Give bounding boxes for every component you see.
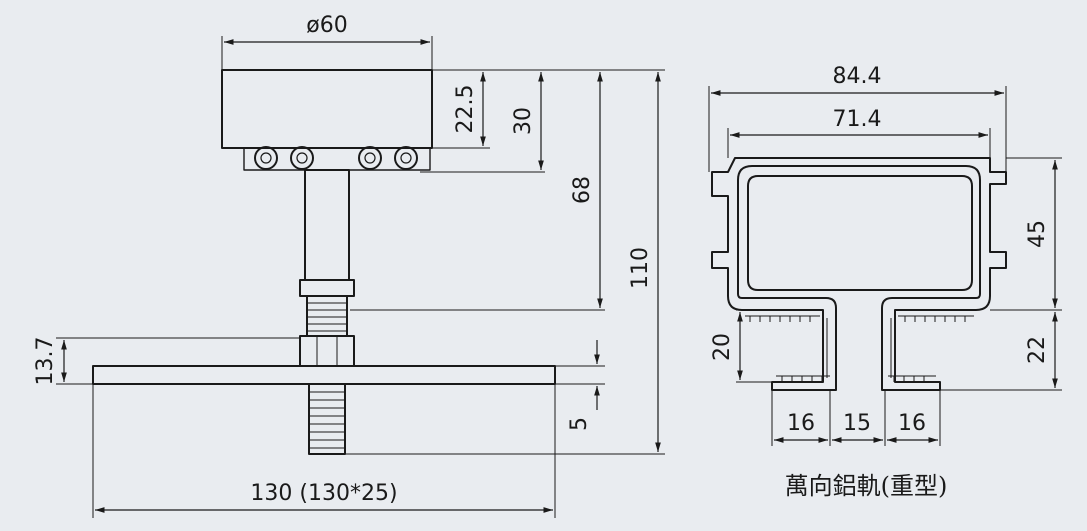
rail-profile-view: 84.4 71.4 45 22 20: [708, 64, 1062, 500]
dim-15-label: 15: [843, 411, 871, 436]
wheel: [254, 146, 278, 170]
dim-130: 130 (130*25): [92, 384, 556, 518]
wheel-housing: [221, 69, 433, 149]
dim-diameter: ø60: [221, 13, 433, 70]
dim-110: 110: [628, 72, 661, 452]
wheel-hub: [364, 152, 376, 164]
dim-84-4: 84.4: [708, 64, 1007, 172]
wheel: [394, 146, 418, 170]
mounting-plate: [92, 365, 556, 385]
bottom-bolt: [308, 383, 346, 455]
shaft-collar: [299, 279, 355, 297]
flange-serrations: [745, 315, 974, 382]
dim-22: 22: [940, 312, 1062, 391]
dim-71-4-label: 71.4: [833, 107, 882, 132]
dim-30: 30: [511, 72, 544, 170]
dim-16a-label: 16: [787, 411, 815, 436]
dim-22-label: 22: [1025, 336, 1050, 364]
threaded-section: [306, 295, 348, 337]
dim-13-7-label: 13.7: [33, 337, 58, 386]
rail-inner-chamber: [747, 175, 973, 291]
wheel: [290, 146, 314, 170]
dim-diameter-label: ø60: [306, 13, 347, 38]
dim-22-5: 22.5: [453, 72, 486, 146]
dim-84-4-label: 84.4: [833, 64, 882, 89]
vertical-shaft: [304, 169, 350, 281]
dim-22-5-label: 22.5: [453, 85, 478, 134]
dim-16b-label: 16: [898, 411, 926, 436]
dim-5: 5: [567, 340, 600, 431]
dim-71-4: 71.4: [727, 107, 991, 158]
dim-5-label: 5: [567, 417, 592, 431]
wheel: [358, 146, 382, 170]
dim-110-label: 110: [628, 247, 653, 289]
dim-30-label: 30: [511, 107, 536, 135]
rail-profile-outline: [711, 157, 1007, 391]
dim-20: 20: [710, 309, 772, 383]
dim-130-label: 130 (130*25): [250, 481, 397, 506]
dim-68-label: 68: [570, 176, 595, 204]
wheel-hub: [296, 152, 308, 164]
wheel-hub: [400, 152, 412, 164]
hex-nut: [299, 335, 355, 367]
dim-45: 45: [990, 157, 1062, 311]
trolley-assembly-view: ø60 22.5 30 68 110: [33, 13, 665, 518]
wheel-hub: [260, 152, 272, 164]
drawing-caption: 萬向鋁軌(重型): [785, 472, 948, 500]
wheel-group: [243, 146, 431, 171]
dim-45-label: 45: [1025, 220, 1050, 248]
dim-bottom-chain: 16 15 16: [771, 390, 941, 446]
dim-20-label: 20: [710, 333, 735, 361]
dim-13-7: 13.7: [33, 337, 300, 386]
dim-68: 68: [570, 72, 603, 308]
